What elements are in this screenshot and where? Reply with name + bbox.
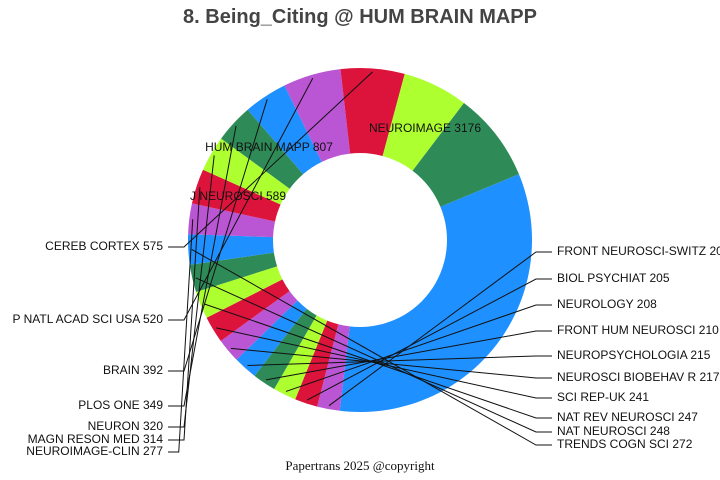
leader-sci-rep-uk bbox=[216, 327, 552, 399]
label-neuron: NEURON 320 bbox=[88, 419, 164, 433]
leader-neurosci-biobehav-r bbox=[230, 347, 552, 379]
leader-nat-neurosci bbox=[195, 277, 552, 433]
leader-neurology bbox=[285, 304, 552, 392]
leader-nat-rev-neurosci bbox=[203, 303, 552, 419]
label-nat-neurosci: NAT NEUROSCI 248 bbox=[557, 424, 670, 438]
leader-p-natl-acad-sci-usa bbox=[168, 77, 314, 321]
slice-neurosci-biobehav-r bbox=[220, 291, 298, 360]
leader-neuron bbox=[168, 155, 215, 428]
leader-neuropsychologia bbox=[247, 355, 552, 367]
label-plos-one: PLOS ONE 349 bbox=[78, 398, 163, 412]
label-neuroimage-clin: NEUROIMAGE-CLIN 277 bbox=[26, 444, 163, 458]
leader-plos-one bbox=[168, 125, 237, 407]
copyright-footer: Papertrans 2025 @copyright bbox=[285, 458, 435, 473]
leader-brain bbox=[168, 99, 268, 372]
slice-neuropsychologia bbox=[236, 300, 307, 376]
slice-trends-cogn-sci bbox=[188, 234, 274, 265]
slice-front-hum-neurosci bbox=[254, 308, 317, 390]
slice-nat-rev-neurosci bbox=[196, 266, 283, 318]
label-cereb-cortex: CEREB CORTEX 575 bbox=[45, 239, 163, 253]
label-neuroimage: NEUROIMAGE 3176 bbox=[369, 121, 481, 135]
label-neurosci-biobehav-r: NEUROSCI BIOBEHAV R 217 bbox=[557, 370, 720, 384]
label-hum-brain-mapp: HUM BRAIN MAPP 807 bbox=[205, 140, 333, 154]
slice-cereb-cortex bbox=[340, 68, 405, 156]
leader-front-neurosci-switz bbox=[328, 251, 552, 407]
label-nat-rev-neurosci: NAT REV NEUROSCI 247 bbox=[557, 410, 698, 424]
label-sci-rep-uk: SCI REP-UK 241 bbox=[557, 390, 649, 404]
leader-lines bbox=[168, 71, 552, 453]
slice-neuron bbox=[202, 138, 290, 205]
slice-hum-brain-mapp bbox=[412, 102, 519, 207]
label-biol-psychiat: BIOL PSYCHIAT 205 bbox=[557, 271, 670, 285]
leader-magn-reson-med bbox=[168, 187, 201, 441]
slice-sci-rep-uk bbox=[206, 279, 290, 341]
slices-layer bbox=[188, 68, 532, 412]
slice-neurology bbox=[274, 315, 328, 400]
slice-neuroimage-clin bbox=[188, 203, 276, 238]
leader-biol-psychiat bbox=[306, 278, 552, 401]
leader-trends-cogn-sci bbox=[191, 248, 552, 446]
label-front-neurosci-switz: FRONT NEUROSCI-SWITZ 204 bbox=[557, 244, 720, 258]
slice-p-natl-acad-sci-usa bbox=[284, 69, 351, 162]
slice-neuroimage bbox=[339, 174, 532, 412]
label-magn-reson-med: MAGN RESON MED 314 bbox=[28, 432, 164, 446]
label-front-hum-neurosci: FRONT HUM NEUROSCI 210 bbox=[557, 323, 719, 337]
label-j-neurosci: J NEUROSCI 589 bbox=[190, 189, 286, 203]
label-neurology: NEUROLOGY 208 bbox=[557, 297, 657, 311]
label-trends-cogn-sci: TRENDS COGN SCI 272 bbox=[557, 437, 693, 451]
label-brain: BRAIN 392 bbox=[103, 363, 163, 377]
leader-neuroimage-clin bbox=[168, 219, 194, 453]
chart-title: 8. Being_Citing @ HUM BRAIN MAPP bbox=[183, 6, 537, 28]
slice-j-neurosci bbox=[382, 73, 464, 171]
slice-magn-reson-med bbox=[191, 169, 281, 222]
slice-plos-one bbox=[221, 109, 304, 189]
label-neuropsychologia: NEUROPSYCHOLOGIA 215 bbox=[557, 348, 711, 362]
leader-front-hum-neurosci bbox=[265, 330, 552, 381]
leader-cereb-cortex bbox=[168, 71, 373, 248]
label-p-natl-acad-sci-usa: P NATL ACAD SCI USA 520 bbox=[12, 312, 163, 326]
